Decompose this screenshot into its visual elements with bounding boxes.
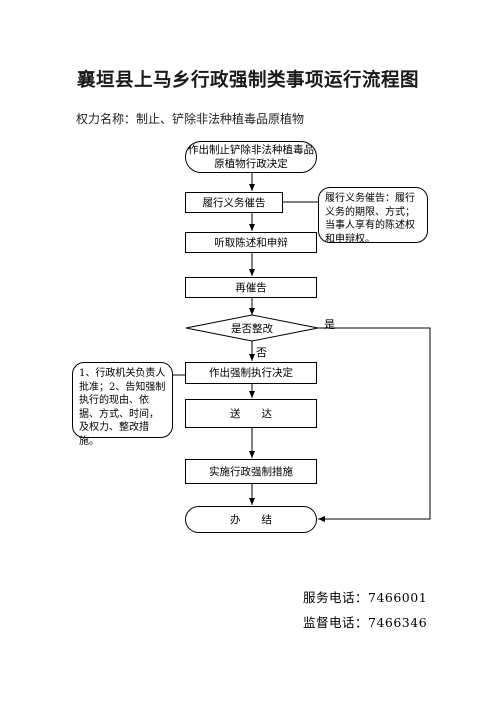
node-fulfill-reminder: 履行义务催告 bbox=[185, 192, 283, 213]
node-end: 办 结 bbox=[185, 506, 317, 533]
node-decision-label: 是否整改 bbox=[231, 323, 273, 335]
note-left: 1、行政机关负责人批准；2、告知强制执行的现由、依据、方式、时间，及权力、整改措… bbox=[72, 362, 173, 447]
note-right: 履行义务催告：履行义务的期限、方式；当事人享有的陈述权和申辩权。 bbox=[318, 187, 428, 245]
node-remind-again: 再催告 bbox=[185, 277, 317, 298]
arrow-yes-branch bbox=[318, 327, 431, 522]
label-no: 否 bbox=[256, 346, 267, 359]
node-deliver: 送 达 bbox=[185, 399, 317, 428]
power-name: 权力名称：制止、铲除非法种植毒品原植物 bbox=[76, 112, 305, 126]
page-title: 襄垣县上马乡行政强制类事项运行流程图 bbox=[76, 70, 419, 91]
node-enforcement-decision: 作出强制执行决定 bbox=[185, 362, 317, 384]
service-phone: 服务电话：7466001 bbox=[303, 590, 428, 605]
node-start: 作出制止铲除非法种植毒品原植物行政决定 bbox=[185, 141, 317, 173]
label-yes: 是 bbox=[324, 318, 335, 331]
supervise-phone: 监督电话：7466346 bbox=[303, 615, 428, 630]
node-implement-measures: 实施行政强制措施 bbox=[185, 459, 317, 484]
decision-diamond bbox=[185, 314, 319, 342]
node-hear-statement: 听取陈述和申辩 bbox=[185, 232, 317, 253]
